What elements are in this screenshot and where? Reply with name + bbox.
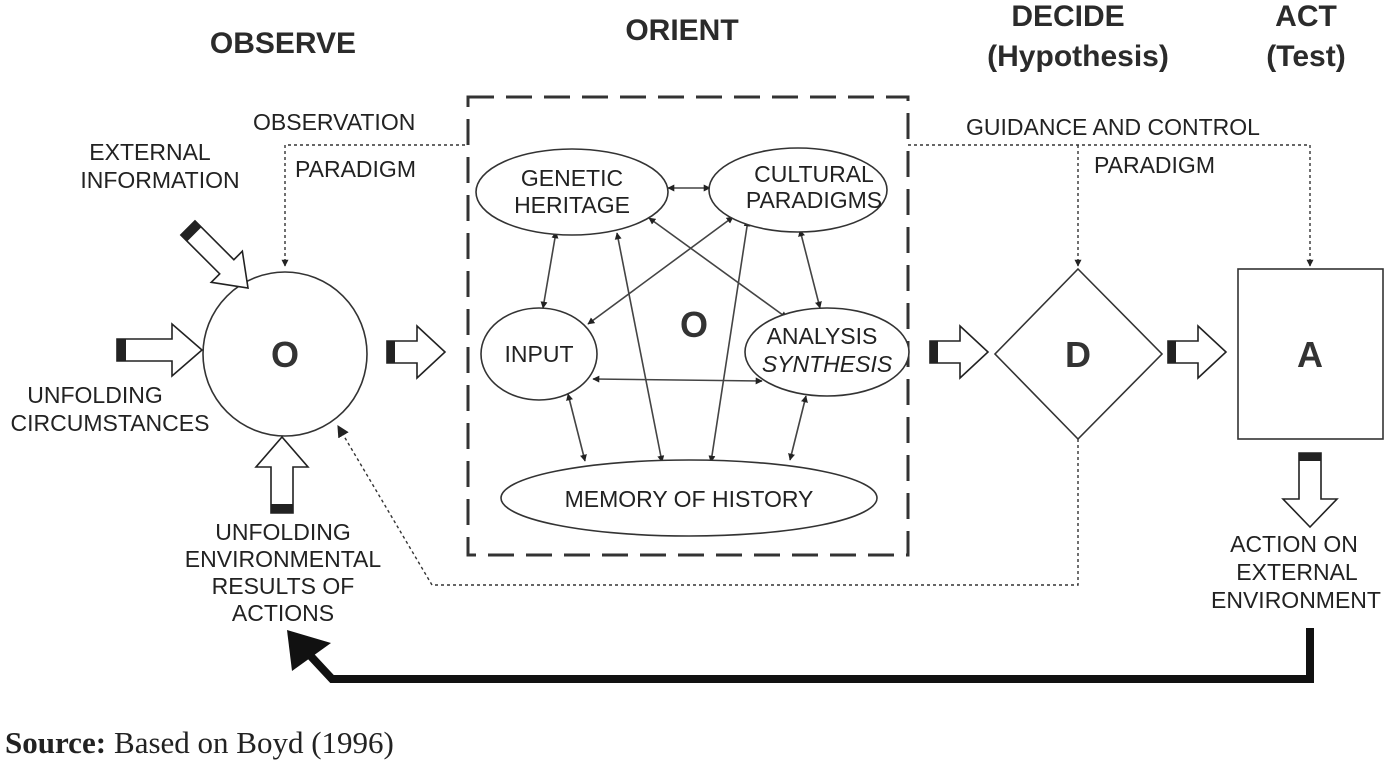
- external-information-label-2: INFORMATION: [80, 167, 239, 193]
- act-node-box: [1237, 268, 1384, 440]
- input-label: INPUT: [505, 341, 574, 367]
- observe-to-orient-arrow: [386, 324, 447, 380]
- observe-node-label: O: [271, 334, 299, 375]
- input-analysis-link: [592, 375, 763, 385]
- memory-of-history-node: [500, 459, 878, 537]
- action-external-label-1: ACTION ON: [1230, 531, 1358, 557]
- environmental-results-label-1: UNFOLDING: [215, 519, 350, 545]
- decide-header: DECIDE: [1011, 0, 1124, 33]
- cultural-paradigms-node: [708, 147, 888, 233]
- act-subheader: (Test): [1266, 40, 1345, 73]
- orient-to-decide-arrow: [929, 324, 990, 380]
- decide-subheader: (Hypothesis): [987, 40, 1169, 73]
- cultural-input-link: [587, 216, 734, 325]
- unfolding-circumstances-label-2: CIRCUMSTANCES: [11, 410, 210, 436]
- orient-header: ORIENT: [625, 14, 738, 47]
- genetic-heritage-label-1: GENETIC: [521, 165, 623, 191]
- source-citation: Source:Based on Boyd (1996): [5, 725, 394, 760]
- cultural-paradigms-label-2: PARADIGMS: [746, 187, 882, 213]
- input-memory-link: [566, 393, 587, 462]
- genetic-memory-link: [614, 232, 665, 463]
- genetic-input-link: [540, 231, 559, 309]
- genetic-heritage-label-2: HERITAGE: [514, 192, 630, 218]
- action-output-arrow: [1281, 452, 1339, 529]
- genetic-analysis-link: [648, 217, 788, 319]
- observation-paradigm-label: PARADIGM: [295, 156, 416, 182]
- orient-connections: [540, 184, 822, 463]
- environmental-results-label-2: ENVIRONMENTAL: [185, 546, 382, 572]
- analysis-label: ANALYSIS: [767, 323, 878, 349]
- observation-paradigm-line: [281, 144, 465, 267]
- decide-feedback-line: [337, 424, 1079, 586]
- environmental-results-label-4: ACTIONS: [232, 600, 334, 626]
- genetic-heritage-node: [475, 148, 669, 236]
- environmental-results-label-3: RESULTS OF: [212, 573, 355, 599]
- decide-node-label: D: [1065, 334, 1091, 375]
- orient-node-label: O: [680, 304, 708, 345]
- action-external-label-2: EXTERNAL: [1236, 559, 1358, 585]
- act-node-label: A: [1297, 334, 1323, 375]
- unfolding-circumstances-arrow: [116, 322, 204, 378]
- cultural-memory-link: [708, 219, 751, 463]
- observe-node-circle: [202, 271, 368, 437]
- input-node: [480, 307, 598, 401]
- synthesis-label: SYNTHESIS: [762, 351, 893, 377]
- decide-to-act-arrow: [1167, 324, 1228, 380]
- act-header: ACT: [1275, 0, 1337, 33]
- analysis-synthesis-node: [744, 307, 910, 397]
- external-information-arrow: [179, 219, 249, 289]
- external-information-label-1: EXTERNAL: [89, 139, 211, 165]
- guidance-paradigm-label: PARADIGM: [1094, 152, 1215, 178]
- cultural-analysis-link: [798, 229, 822, 309]
- source-label: Source:: [5, 725, 106, 760]
- environmental-results-arrow: [254, 435, 310, 514]
- orient-boundary-box: [466, 95, 910, 557]
- unfolding-circumstances-label-1: UNFOLDING: [27, 382, 162, 408]
- action-external-label-3: ENVIRONMENT: [1211, 587, 1381, 613]
- act-feedback-loop: [302, 628, 1314, 683]
- analysis-memory-link: [788, 395, 808, 461]
- memory-of-history-label: MEMORY OF HISTORY: [565, 486, 814, 512]
- observation-label: OBSERVATION: [253, 109, 415, 135]
- guidance-control-label: GUIDANCE AND CONTROL: [966, 114, 1260, 140]
- guidance-control-line: [908, 144, 1314, 267]
- cultural-paradigms-label-1: CULTURAL: [754, 161, 874, 187]
- source-text: Based on Boyd (1996): [114, 725, 394, 760]
- observe-header: OBSERVE: [210, 27, 356, 60]
- act-feedback-arrowhead: [287, 630, 331, 671]
